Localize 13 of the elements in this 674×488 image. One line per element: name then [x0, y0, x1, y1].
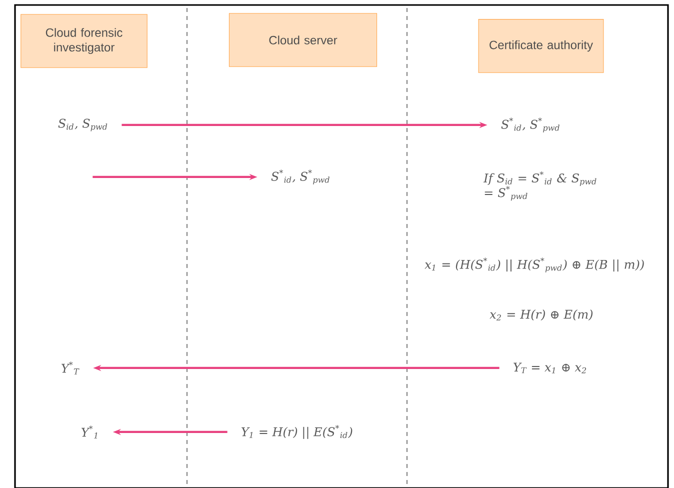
message-formula: Y$_{T}$ = x$_{1}$ ⊕ x$_{2}$	[514, 362, 586, 374]
message-formula: S$^{*}$$_{id}$, S$^{*}$pwd	[271, 170, 330, 184]
actor-box: Cloud server	[228, 13, 378, 67]
message-formula: S$^{*}$$_{id}$, S$^{*}$pwd	[501, 118, 560, 132]
message-formula: Y$^{*}$1	[82, 426, 98, 438]
formula-text: If S$_{id}$ = S$^{*}$$_{id}$ & S$_{pwd}$ = S$^{*}$pwd	[483, 171, 596, 201]
formula-text: x$_{1}$ = (H(S$^{*}$$_{id}$) || H(S$^{*}$$_{pwd}$) ⊕ E(B || m))	[424, 258, 644, 272]
formula-text: x$_{2}$ = H(r) ⊕ E(m)	[490, 310, 593, 320]
actor-box: Cloud forensic investigator	[20, 14, 148, 68]
message-formula: S$_{id}$, S$_{pwd}$	[58, 118, 108, 132]
message-formula: Y$^{*}$T	[62, 362, 80, 374]
actor-box: Certificate authority	[478, 19, 604, 73]
message-formula: Y$_{1}$ = H(r) || E(S$^{*}$$_{id}$)	[242, 425, 352, 439]
